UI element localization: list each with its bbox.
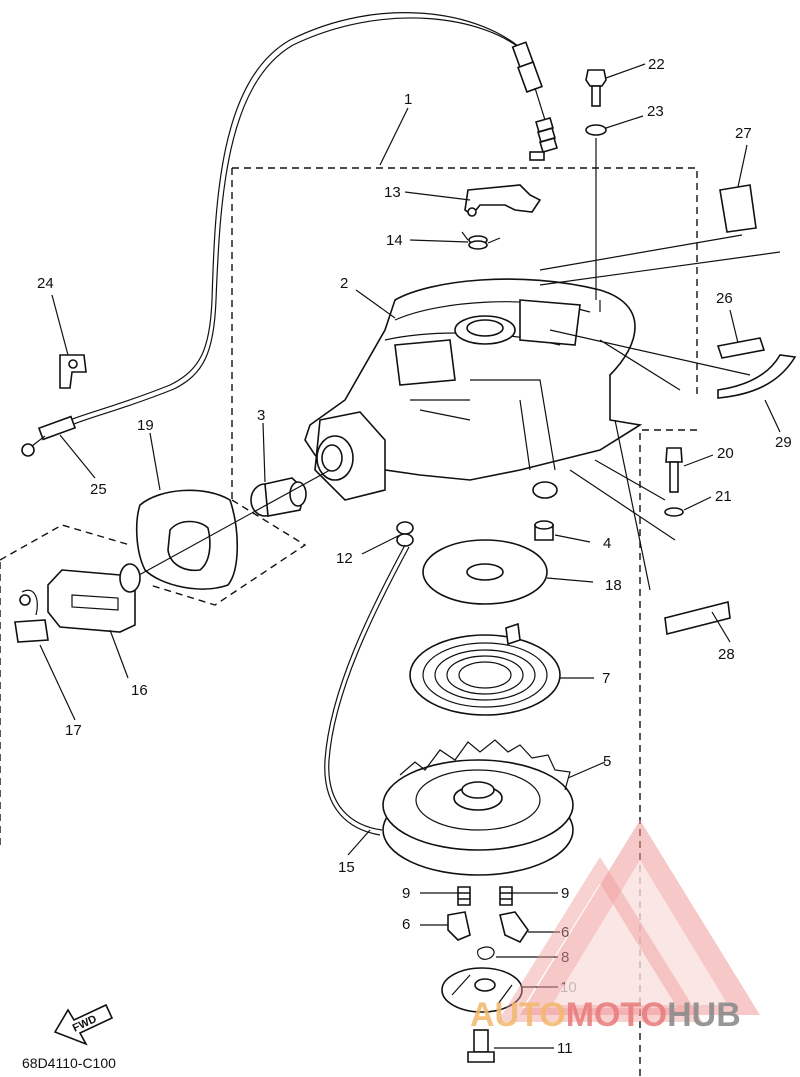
pawl-part-6-right [499,911,529,944]
watermark-text: AUTOMOTOHUB [470,996,741,1034]
callout-1: 1 [404,91,412,108]
callout-27: 27 [735,125,752,142]
label-part-26 [716,337,766,359]
callout-23: 23 [647,103,664,120]
watermark-auto: AUTO [470,996,566,1034]
callout-7: 7 [602,670,610,687]
rope-part-15 [324,544,406,836]
spiral-spring-part-7 [409,622,561,716]
callout-20: 20 [717,445,734,462]
starter-housing-part-2 [304,278,643,501]
cable-line [69,12,526,421]
callout-6-right: 6 [561,924,569,941]
cable-end-upper [511,41,558,161]
callout-18: 18 [605,577,622,594]
spring-part-9-right [499,886,513,906]
callout-5: 5 [603,753,611,770]
collar-part-4 [534,520,554,541]
callout-16: 16 [131,682,148,699]
callout-labels: 1 2 3 4 5 6 6 7 8 9 9 10 11 12 13 14 15 … [37,56,792,1057]
bolt-part-20 [665,447,683,493]
clip-part-24 [59,354,87,389]
rope-to-handle [129,469,331,581]
callout-22: 22 [648,56,665,73]
callout-3: 3 [257,407,265,424]
callout-19: 19 [137,417,154,434]
callout-11: 11 [557,1040,573,1057]
drawing-code: 68D4110-C100 [22,1055,116,1071]
pawl-part-6-left [447,911,471,941]
callout-13: 13 [384,184,401,201]
callout-14: 14 [386,232,403,249]
callout-26: 26 [716,290,733,307]
label-part-27 [719,184,757,233]
bolt-part-11 [467,1029,495,1063]
bolt-part-22 [585,69,607,107]
callout-15: 15 [338,859,355,876]
clip-part-17 [14,589,49,643]
fwd-arrow: FWD [53,1003,114,1046]
callout-12: 12 [336,550,353,567]
spring-part-14 [461,231,501,250]
callout-21: 21 [715,488,732,505]
callout-29: 29 [775,434,792,451]
watermark-logo [497,820,760,1022]
callout-4: 4 [603,535,611,552]
watermark-moto: MOTO [566,996,667,1034]
callout-2: 2 [340,275,348,292]
pulley-part-5 [382,739,574,876]
rope-guide-part-3 [250,477,307,517]
cable-end-lower-part-25 [21,415,77,457]
label-part-28 [664,601,731,635]
plate-part-10 [441,967,523,1013]
label-part-29 [717,354,797,399]
callout-24: 24 [37,275,54,292]
ring-part-8 [477,946,495,960]
bushing-part-12 [396,521,414,547]
cable-line-2 [73,17,529,425]
grip-part-19 [135,489,239,590]
callout-28: 28 [718,646,735,663]
spring-part-9-left [457,886,471,906]
rope-part-15b [328,546,410,831]
callout-6-left: 6 [402,916,410,933]
assembly-boundary-handle [0,499,307,606]
plate-part-18 [422,539,548,605]
washer-part-21 [664,507,684,517]
callout-9-right: 9 [561,885,569,902]
watermark-hub: HUB [667,996,741,1034]
callout-17: 17 [65,722,82,739]
washer-part-23 [585,124,607,136]
callout-25: 25 [90,481,107,498]
callout-9-left: 9 [402,885,410,902]
handle-part-16 [47,563,141,633]
